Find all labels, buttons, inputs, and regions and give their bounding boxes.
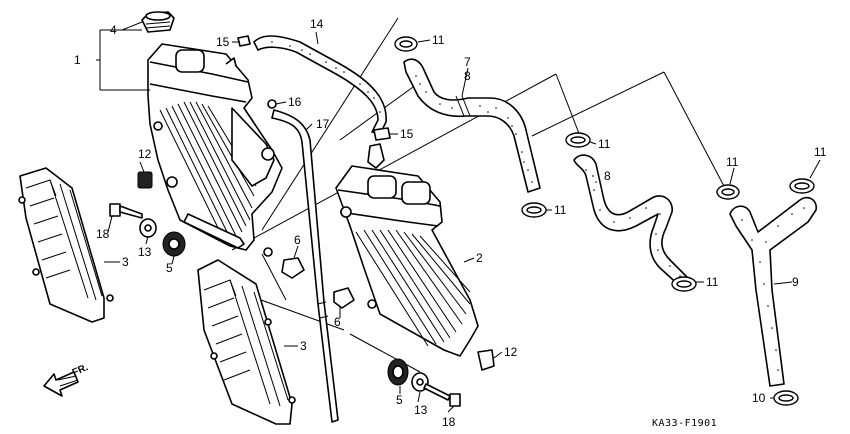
grommet-left — [137, 171, 153, 189]
grommet-right — [477, 349, 495, 371]
overflow-tube — [271, 109, 339, 423]
y-hose — [729, 196, 818, 387]
callout-3-left: 3 — [122, 255, 129, 269]
front-direction-label: FR. — [71, 362, 90, 379]
right-shroud — [197, 259, 296, 425]
callout-12-left: 12 — [138, 147, 152, 161]
callout-numbers: 1 4 15 14 11 7 8 16 17 15 11 11 11 8 11 … — [74, 17, 827, 429]
callout-16: 16 — [288, 95, 302, 109]
right-radiator — [335, 143, 479, 357]
callout-5-bottom: 5 — [396, 393, 403, 407]
grommet-5-left — [162, 231, 186, 257]
cap-6-lower — [333, 287, 355, 309]
bolt-left — [109, 203, 143, 219]
callout-18-left: 18 — [96, 227, 110, 241]
bolt-bottom — [423, 383, 461, 407]
washer-left — [139, 218, 157, 238]
grommet-5-bottom — [387, 358, 409, 386]
left-shroud — [18, 167, 114, 323]
hose-clamps — [394, 36, 815, 406]
callout-leaders — [96, 21, 821, 413]
callout-18-bottom: 18 — [442, 415, 456, 429]
callout-4: 4 — [110, 23, 117, 37]
callout-6-upper: 6 — [294, 233, 301, 247]
upper-radiator-hose — [403, 58, 541, 193]
callout-10: 10 — [752, 391, 766, 405]
callout-11-low: 11 — [706, 275, 719, 289]
callout-5-left: 5 — [166, 261, 173, 275]
callout-11-top: 11 — [432, 33, 445, 47]
callout-14: 14 — [310, 17, 324, 31]
callout-11-y-right: 11 — [814, 145, 827, 159]
callout-8-upper: 8 — [464, 69, 471, 83]
reference-lines — [231, 17, 727, 373]
radiator-cap — [141, 11, 175, 33]
clip-16 — [267, 99, 277, 109]
callout-11-mid: 11 — [598, 137, 611, 151]
callout-1: 1 — [74, 53, 81, 67]
left-radiator — [147, 43, 283, 257]
callout-9: 9 — [792, 275, 799, 289]
callout-11-y-left: 11 — [726, 155, 739, 169]
clip-upper — [232, 35, 251, 47]
drawing-code: KA33-F1901 — [652, 418, 717, 429]
front-direction-arrow: FR. — [43, 362, 90, 397]
clip-lower — [373, 127, 391, 141]
callout-12-right: 12 — [504, 345, 518, 359]
callout-11-left: 11 — [554, 203, 567, 217]
callout-15-lower: 15 — [400, 127, 414, 141]
callout-8-lower: 8 — [604, 169, 611, 183]
callout-6-lower: 6 — [334, 315, 341, 329]
lower-radiator-hose — [573, 154, 691, 289]
callout-17: 17 — [316, 117, 330, 131]
callout-2: 2 — [476, 251, 483, 265]
callout-13-bottom: 13 — [414, 403, 428, 417]
callout-3-right: 3 — [300, 339, 307, 353]
callout-15-upper: 15 — [216, 35, 230, 49]
cap-6-upper — [281, 257, 305, 279]
callout-13-left: 13 — [138, 245, 152, 259]
callout-7: 7 — [464, 55, 471, 69]
